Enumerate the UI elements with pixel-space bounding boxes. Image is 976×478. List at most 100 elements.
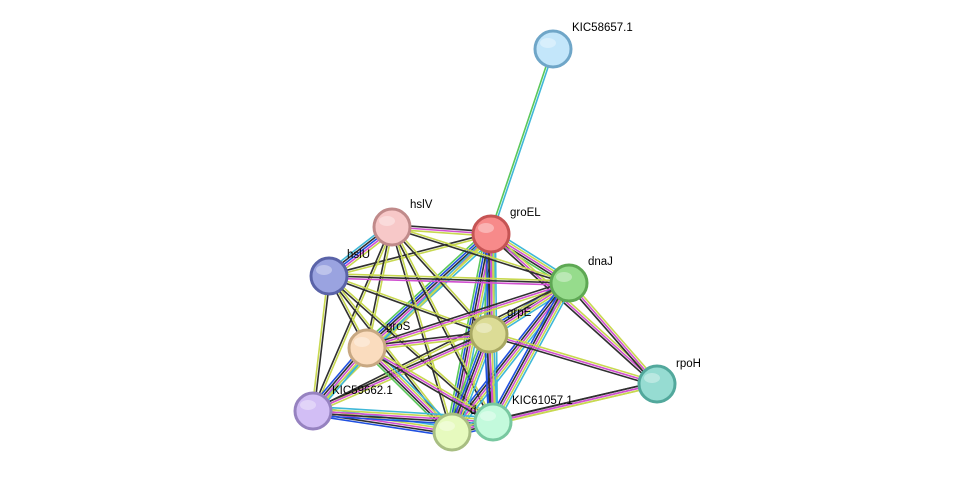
- edge-evidence-line: [328, 234, 493, 278]
- edge-grpE-groS[interactable]: [365, 331, 491, 351]
- edge-evidence-line: [391, 225, 571, 283]
- edge-evidence-line: [312, 405, 495, 419]
- edge-evidence-line: [491, 48, 555, 236]
- node-highlight: [480, 411, 496, 421]
- edge-evidence-line: [494, 283, 572, 424]
- node-hslU[interactable]: hslU: [309, 249, 370, 296]
- node-circle[interactable]: [432, 412, 472, 452]
- node-label: groEL: [510, 207, 541, 219]
- node-label: hslU: [347, 249, 370, 261]
- edge-evidence-line: [490, 233, 658, 385]
- node-groS[interactable]: groS: [347, 321, 411, 368]
- edge-evidence-line: [568, 282, 658, 385]
- edge-evidence-line: [327, 232, 492, 276]
- node-circle[interactable]: [469, 314, 509, 354]
- node-circle[interactable]: [473, 402, 513, 442]
- edge-evidence-line: [367, 345, 495, 421]
- edge-evidence-line: [311, 281, 570, 411]
- edge-evidence-line: [328, 277, 570, 286]
- edge-evidence-line: [569, 280, 660, 384]
- edge-evidence-line: [492, 383, 658, 423]
- edge-evidence-line: [390, 226, 493, 424]
- edge-evidence-line: [313, 275, 331, 412]
- edge-rpoH-KIC61057.1[interactable]: [491, 381, 659, 425]
- node-highlight: [300, 400, 316, 410]
- edge-evidence-line: [366, 282, 570, 349]
- node-rpoH[interactable]: rpoH: [637, 358, 701, 404]
- edge-evidence-line: [365, 280, 570, 347]
- edge-evidence-line: [488, 331, 659, 383]
- node-label: rpoH: [676, 358, 701, 370]
- node-highlight: [644, 373, 660, 383]
- node-label: hslV: [410, 199, 433, 211]
- node-dnaJ[interactable]: dnaJ: [549, 256, 613, 303]
- node-label: groS: [386, 321, 411, 333]
- edge-groS-KIC61057.1[interactable]: [365, 345, 495, 425]
- edge-evidence-line: [489, 47, 553, 235]
- node-KIC59662.1[interactable]: KIC59662.1: [293, 385, 393, 431]
- edge-dnaJ-rpoH[interactable]: [566, 280, 660, 387]
- edge-evidence-line: [487, 335, 658, 387]
- edge-evidence-line: [311, 275, 329, 412]
- edge-grpE-rpoH[interactable]: [487, 331, 659, 387]
- edge-evidence-line: [488, 280, 566, 421]
- node-label: KIC59662.1: [332, 385, 393, 397]
- edge-evidence-line: [496, 284, 574, 425]
- node-highlight: [556, 272, 572, 282]
- edge-evidence-line: [492, 282, 570, 423]
- node-KIC61057.1[interactable]: KIC61057.1: [473, 395, 573, 442]
- node-circle[interactable]: [293, 391, 333, 431]
- edge-evidence-line: [390, 227, 570, 285]
- edge-hslU-grpE[interactable]: [327, 274, 491, 336]
- node-dnaK[interactable]: d: [432, 405, 476, 452]
- edge-evidence-line: [491, 381, 658, 421]
- edge-evidence-line: [454, 284, 574, 436]
- edge-hslU-KIC59662.1[interactable]: [311, 275, 331, 412]
- node-label: d: [470, 405, 476, 417]
- edge-evidence-line: [328, 274, 491, 334]
- node-hslV[interactable]: hslV: [372, 199, 433, 247]
- edge-evidence-line: [488, 333, 658, 385]
- edge-evidence-line: [488, 234, 657, 387]
- node-highlight: [540, 38, 556, 48]
- node-label: KIC58657.1: [572, 22, 633, 34]
- edge-dnaJ-KIC61057.1[interactable]: [488, 280, 574, 425]
- node-circle[interactable]: [347, 328, 387, 368]
- node-circle[interactable]: [471, 214, 511, 254]
- node-highlight: [316, 265, 332, 275]
- edge-evidence-line: [366, 335, 491, 351]
- node-circle[interactable]: [549, 263, 589, 303]
- node-circle[interactable]: [533, 29, 573, 69]
- edge-dnaJ-KIC59662.1[interactable]: [311, 281, 571, 413]
- node-highlight: [476, 323, 492, 333]
- edge-hslU-dnaJ[interactable]: [328, 273, 570, 286]
- node-grpE[interactable]: grpE: [469, 307, 532, 354]
- node-label: KIC61057.1: [512, 395, 573, 407]
- edge-evidence-line: [365, 349, 493, 425]
- edge-evidence-line: [492, 385, 659, 425]
- node-label: grpE: [507, 307, 532, 319]
- node-circle[interactable]: [637, 364, 677, 404]
- edge-evidence-line: [312, 333, 490, 412]
- node-label: dnaJ: [588, 256, 613, 268]
- edge-KIC58657.1-groEL[interactable]: [489, 47, 555, 236]
- edge-evidence-line: [312, 283, 571, 413]
- edge-evidence-line: [366, 284, 571, 351]
- edge-evidence-line: [364, 348, 452, 435]
- node-KIC58657.1[interactable]: KIC58657.1: [533, 22, 633, 69]
- node-circle[interactable]: [372, 207, 412, 247]
- node-groEL[interactable]: groEL: [471, 207, 541, 254]
- node-circle[interactable]: [309, 256, 349, 296]
- edge-evidence-line: [311, 414, 453, 438]
- edge-evidence-line: [311, 225, 392, 412]
- edge-evidence-line: [313, 335, 491, 414]
- nodes-layer: KIC58657.1 groEL hslV hslU dnaJ grpE groS rpoH K…: [293, 22, 701, 452]
- edge-groEL-hslU[interactable]: [327, 232, 493, 278]
- node-highlight: [379, 216, 395, 226]
- edge-evidence-line: [328, 275, 570, 284]
- edge-hslV-dnaJ[interactable]: [390, 225, 571, 285]
- edge-dnaJ-groS[interactable]: [365, 280, 571, 351]
- edge-evidence-line: [328, 273, 570, 282]
- node-highlight: [439, 421, 455, 431]
